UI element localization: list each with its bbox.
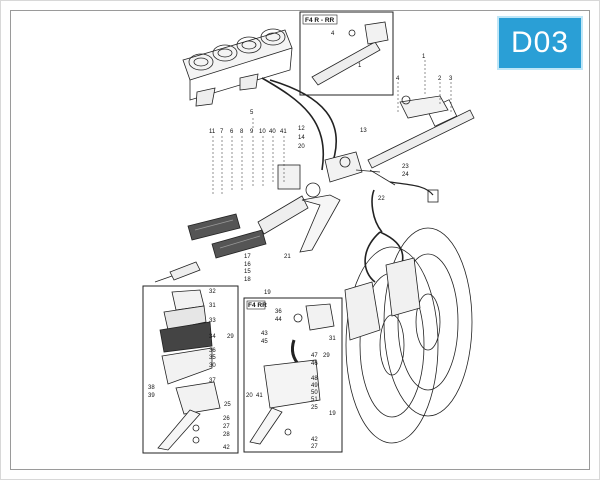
callout-19: 19 bbox=[264, 290, 271, 296]
callout-inset-4: 4 bbox=[331, 31, 335, 37]
brake-calipers bbox=[344, 257, 421, 341]
callout-9: 9 bbox=[250, 129, 254, 135]
callout-lb-25: 25 bbox=[224, 402, 231, 408]
callout-mb-36: 36 bbox=[275, 309, 282, 315]
callout-17: 17 bbox=[244, 254, 251, 260]
inset-label-mid: F4 RR bbox=[248, 302, 267, 309]
callout-12: 12 bbox=[298, 126, 305, 132]
callout-lb-39: 39 bbox=[148, 393, 155, 399]
callouts-mid-box: F4 RR 36 44 43 45 47 46 31 29 48 49 20 4… bbox=[246, 302, 336, 450]
callout-mb-45: 45 bbox=[261, 339, 268, 345]
callout-41: 41 bbox=[280, 129, 287, 135]
callout-lb-34: 34 bbox=[209, 334, 216, 340]
left-handlebar bbox=[257, 151, 381, 253]
callout-lb-42: 42 bbox=[223, 445, 230, 451]
callout-lb-36: 36 bbox=[209, 348, 216, 354]
callout-40: 40 bbox=[269, 129, 276, 135]
callout-mb-47a: 47 bbox=[311, 353, 318, 359]
callouts-top-inset: F4 R - RR 4 1 bbox=[305, 17, 362, 69]
callout-11: 11 bbox=[209, 129, 216, 135]
callout-mb-49: 49 bbox=[311, 383, 318, 389]
callout-mb-20: 20 bbox=[246, 393, 253, 399]
callout-mb-43: 43 bbox=[261, 331, 268, 337]
callout-mb-44: 44 bbox=[275, 317, 282, 323]
callout-13: 13 bbox=[360, 128, 367, 134]
inset-left-master-cylinder bbox=[142, 285, 239, 454]
callout-22: 22 bbox=[378, 196, 385, 202]
inset-middle-master-cylinder bbox=[243, 297, 343, 453]
callout-lb-26: 26 bbox=[223, 416, 230, 422]
callout-lb-29: 29 bbox=[227, 334, 234, 340]
right-handlebar bbox=[367, 95, 475, 203]
callout-mb-41: 41 bbox=[256, 393, 263, 399]
callout-lb-37: 37 bbox=[209, 378, 216, 384]
callout-1: 1 bbox=[422, 54, 426, 60]
brake-disc-right bbox=[383, 227, 473, 417]
callout-lb-31: 31 bbox=[209, 303, 216, 309]
callout-lb-30: 30 bbox=[209, 363, 216, 369]
callout-21: 21 bbox=[284, 254, 291, 260]
callout-mb-19: 19 bbox=[329, 411, 336, 417]
callout-lb-32: 32 bbox=[209, 289, 216, 295]
callout-mb-27: 27 bbox=[311, 444, 318, 450]
handlebar-grips bbox=[154, 213, 267, 283]
callout-mb-51: 51 bbox=[311, 397, 318, 403]
callout-5: 5 bbox=[250, 110, 254, 116]
callouts-left-box: 32 31 33 34 29 36 35 30 37 38 39 25 26 2… bbox=[148, 289, 234, 451]
callout-18: 18 bbox=[244, 277, 251, 283]
callout-lb-38: 38 bbox=[148, 385, 155, 391]
callout-mb-46: 46 bbox=[311, 361, 318, 367]
callout-10: 10 bbox=[259, 129, 266, 135]
callout-lb-27: 27 bbox=[223, 424, 230, 430]
callout-23: 23 bbox=[402, 164, 409, 170]
callout-mb-50: 50 bbox=[311, 390, 318, 396]
callouts-main: 1 2 3 4 5 11 7 6 8 9 10 40 41 12 14 13 2… bbox=[209, 54, 453, 296]
callout-inset-1: 1 bbox=[358, 63, 362, 69]
callout-4: 4 bbox=[396, 76, 400, 82]
callout-lb-33: 33 bbox=[209, 318, 216, 324]
callout-6: 6 bbox=[230, 129, 234, 135]
callout-14: 14 bbox=[298, 135, 305, 141]
section-badge: D03 bbox=[497, 16, 583, 70]
callout-mb-48: 48 bbox=[311, 376, 318, 382]
callout-15: 15 bbox=[244, 269, 251, 275]
inset-label-top: F4 R - RR bbox=[305, 17, 335, 24]
callout-16: 16 bbox=[244, 262, 251, 268]
callout-mb-42: 42 bbox=[311, 437, 318, 443]
callout-8: 8 bbox=[240, 129, 244, 135]
callout-3: 3 bbox=[449, 76, 453, 82]
callout-lb-35: 35 bbox=[209, 355, 216, 361]
callout-lb-28: 28 bbox=[223, 432, 230, 438]
callout-mb-25: 25 bbox=[311, 405, 318, 411]
callout-mb-29: 29 bbox=[323, 353, 330, 359]
callout-24: 24 bbox=[402, 172, 409, 178]
callout-mb-31: 31 bbox=[329, 336, 336, 342]
throttle-bodies bbox=[182, 28, 293, 107]
inset-top-right bbox=[299, 11, 394, 96]
callout-7: 7 bbox=[220, 129, 224, 135]
callout-20: 20 bbox=[298, 144, 305, 150]
callout-2: 2 bbox=[438, 76, 442, 82]
